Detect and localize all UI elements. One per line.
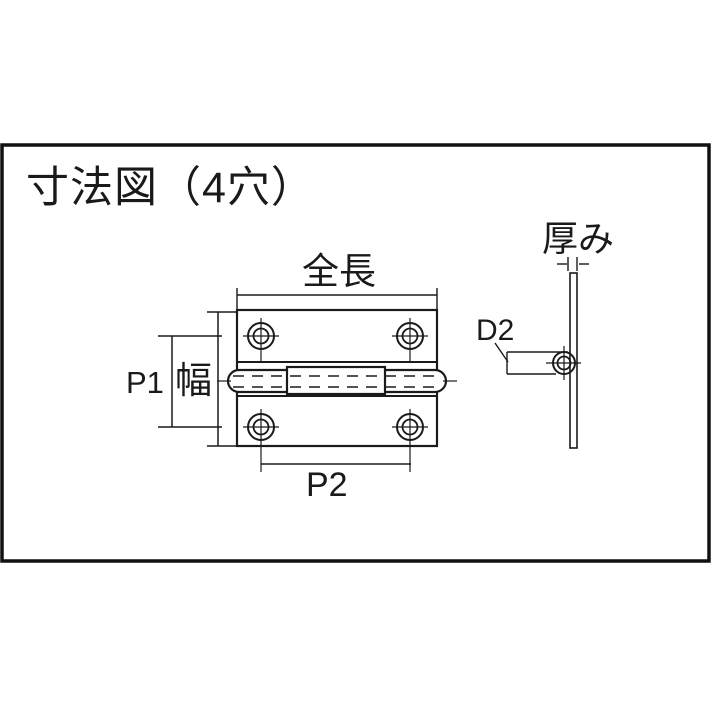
thickness-label: 厚み bbox=[542, 218, 615, 259]
d2-leader-line bbox=[494, 342, 509, 363]
width-label: 幅 bbox=[175, 360, 212, 401]
plate-side-profile bbox=[569, 272, 578, 449]
hinge-side-view bbox=[494, 257, 589, 449]
screw-hole-bottom-right bbox=[392, 409, 428, 472]
screw-hole-top-left bbox=[243, 318, 279, 361]
p1-label: P1 bbox=[126, 365, 164, 400]
overall-length-label: 全長 bbox=[302, 251, 376, 292]
screw-hole-top-right bbox=[392, 318, 428, 361]
screw-hole-bottom-left bbox=[243, 409, 279, 472]
drawing-title: 寸法図（4穴） bbox=[26, 164, 315, 212]
hinge-center-knuckle bbox=[285, 365, 387, 396]
p2-label: P2 bbox=[306, 466, 348, 504]
knuckle-side-circle bbox=[546, 346, 581, 380]
hinge-front-view bbox=[158, 288, 457, 472]
d2-label: D2 bbox=[476, 314, 515, 347]
